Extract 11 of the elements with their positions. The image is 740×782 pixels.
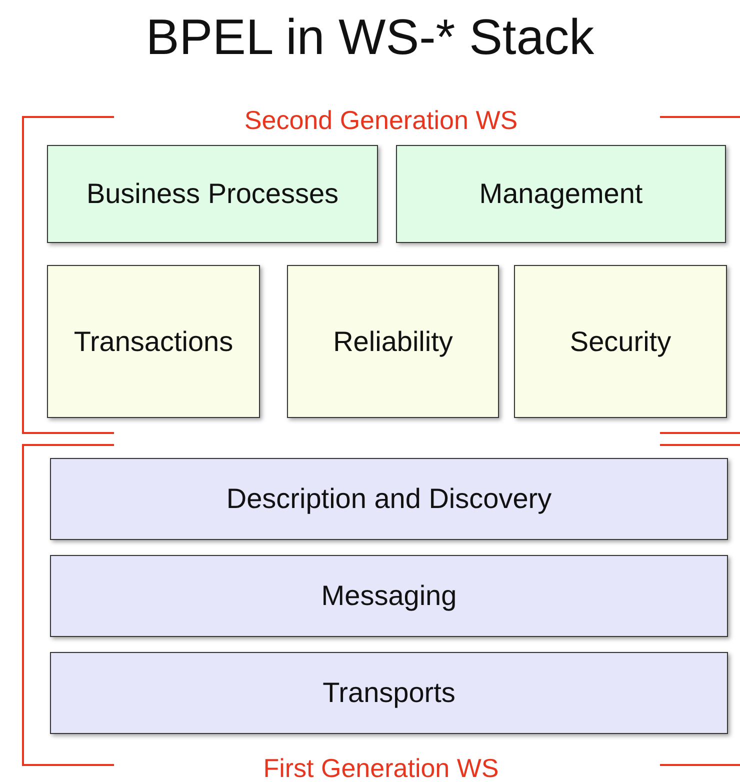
group-title: Second Generation WS — [244, 105, 518, 136]
title: BPEL in WS-* Stack — [146, 8, 594, 66]
layer-box: Management — [396, 145, 726, 243]
group-title: First Generation WS — [263, 753, 499, 782]
layer-box: Messaging — [50, 555, 728, 637]
layer-box: Description and Discovery — [50, 458, 728, 540]
layer-box: Security — [514, 265, 727, 418]
layer-box: Reliability — [287, 265, 499, 418]
layer-box: Transports — [50, 652, 728, 734]
layer-box: Transactions — [47, 265, 260, 418]
layer-box: Business Processes — [47, 145, 378, 243]
